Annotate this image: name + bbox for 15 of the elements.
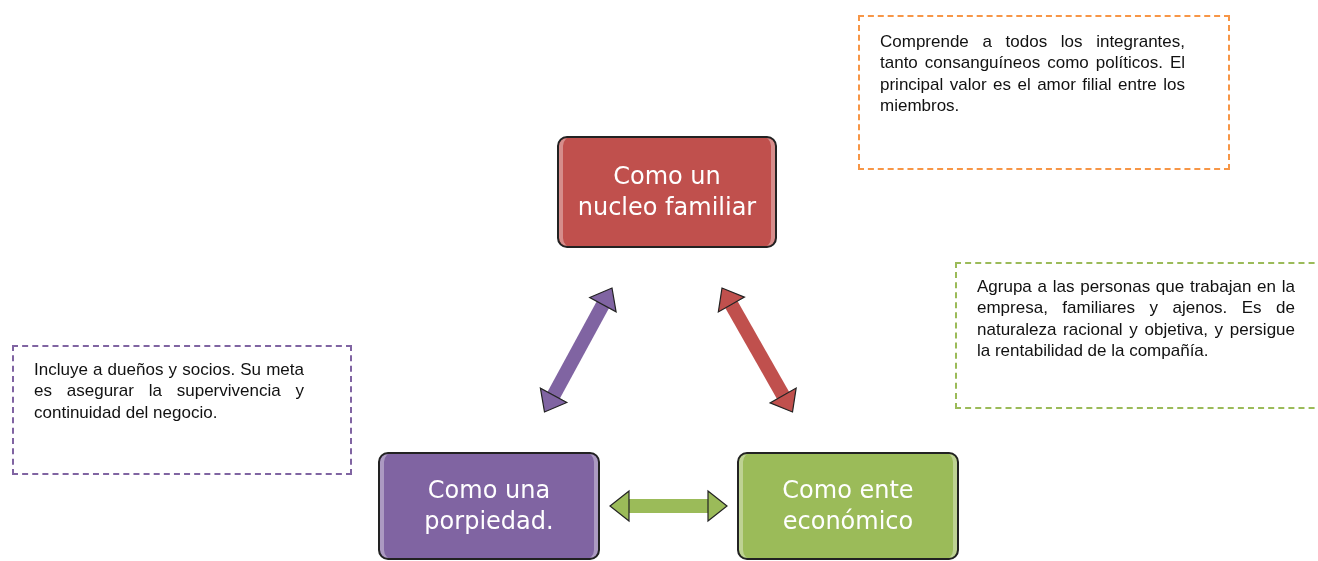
concept-label: Como una porpiedad. — [423, 474, 555, 537]
concept-box — [378, 452, 600, 560]
note-text: Incluye a dueños y socios. Su meta es asegurar la supervivencia y continuidad del negocio. — [34, 359, 304, 423]
note-box — [858, 15, 1230, 170]
note-text: Agrupa a las personas que trabajan en la empresa, familiares y ajenos. Es de naturaleza racional y objetiva, y persigue la rentabilidad de la compañía. — [977, 276, 1295, 361]
note-box — [955, 262, 1318, 409]
double-arrow — [609, 490, 728, 522]
concept-label: Como ente económico — [781, 474, 915, 537]
double-arrow — [717, 287, 797, 413]
note-box — [12, 345, 352, 475]
double-arrow — [539, 287, 617, 413]
note-text: Comprende a todos los integrantes, tanto consanguíneos como políticos. El principal valor es el amor filial entre los miembros. — [880, 31, 1185, 116]
concept-box — [737, 452, 959, 560]
concept-box — [557, 136, 777, 248]
concept-label: Como un nucleo familiar — [576, 160, 758, 223]
